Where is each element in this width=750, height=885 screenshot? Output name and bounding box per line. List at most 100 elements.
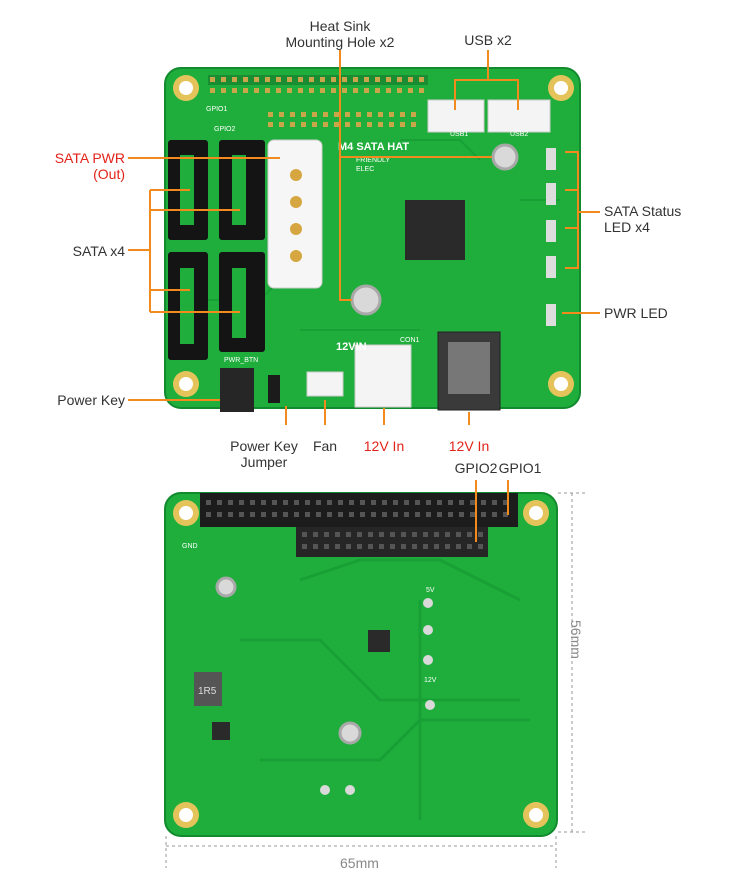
header-pin <box>404 512 409 517</box>
label-12v-in-1: 12V In <box>363 438 405 454</box>
header-pin <box>481 500 486 505</box>
header-pin <box>316 500 321 505</box>
header-pin <box>243 77 248 82</box>
header-pin <box>302 532 307 537</box>
header-pin <box>467 544 472 549</box>
header-pin <box>334 112 339 117</box>
header-pin <box>346 532 351 537</box>
header-pin <box>478 532 483 537</box>
sata-power-connector <box>267 139 323 289</box>
header-pin <box>382 500 387 505</box>
header-pin <box>397 88 402 93</box>
header-pin <box>217 500 222 505</box>
header-pin <box>349 512 354 517</box>
header-pin <box>419 88 424 93</box>
silk-5v: 5V <box>426 587 435 594</box>
header-pin <box>382 512 387 517</box>
label-heat-sink: Heat Sink Mounting Hole x2 <box>280 18 400 50</box>
header-pin <box>335 532 340 537</box>
label-sata-pwr: SATA PWR (Out) <box>30 150 125 182</box>
label-sata-pwr-line2: (Out) <box>93 166 125 182</box>
header-pin <box>375 77 380 82</box>
label-pwr-led: PWR LED <box>604 305 668 321</box>
header-pin <box>445 532 450 537</box>
header-pin <box>312 122 317 127</box>
header-pin <box>371 500 376 505</box>
gpio1-header <box>200 493 518 527</box>
header-pin <box>316 512 321 517</box>
header-pin <box>327 500 332 505</box>
header-pin <box>445 544 450 549</box>
header-pin <box>302 544 307 549</box>
header-pin <box>305 500 310 505</box>
header-pin <box>334 122 339 127</box>
header-pin <box>459 512 464 517</box>
header-pin <box>379 532 384 537</box>
silk-brand: FRIENDLY <box>356 157 390 164</box>
header-pin <box>434 544 439 549</box>
silk-vin: 12VIN <box>336 341 367 353</box>
dimension-width: 65mm <box>340 855 379 871</box>
header-pin <box>378 122 383 127</box>
header-pin <box>313 532 318 537</box>
dimension-height: 56mm <box>568 620 584 659</box>
header-pin <box>272 512 277 517</box>
label-usb: USB x2 <box>464 32 512 48</box>
header-pin <box>309 77 314 82</box>
header-pin <box>254 77 259 82</box>
header-pin <box>470 500 475 505</box>
status-leds <box>546 148 556 326</box>
header-pin <box>323 112 328 117</box>
header-pin <box>492 512 497 517</box>
label-12v-in-2: 12V In <box>448 438 490 454</box>
header-pin <box>456 532 461 537</box>
header-pin <box>426 512 431 517</box>
header-pin <box>412 544 417 549</box>
header-pin <box>313 544 318 549</box>
power-key-jumper <box>268 375 280 403</box>
header-pin <box>265 88 270 93</box>
header-pin <box>364 88 369 93</box>
header-pin <box>254 88 259 93</box>
header-pin <box>290 112 295 117</box>
header-pin <box>250 500 255 505</box>
header-pin <box>239 512 244 517</box>
header-pin <box>290 122 295 127</box>
silk-gpio1: GPIO1 <box>206 106 228 113</box>
header-pin <box>448 500 453 505</box>
header-pin <box>415 500 420 505</box>
annotation-lines <box>128 50 600 542</box>
header-pin <box>276 77 281 82</box>
label-sata-status-line1: SATA Status <box>604 203 682 219</box>
header-pin <box>411 122 416 127</box>
mounting-hole <box>173 75 574 397</box>
header-pin <box>346 544 351 549</box>
fan-connector <box>306 371 344 397</box>
header-pin <box>467 532 472 537</box>
header-pin <box>367 122 372 127</box>
header-pin <box>400 112 405 117</box>
header-pin <box>312 112 317 117</box>
header-pin <box>408 88 413 93</box>
silk-brand2: ELEC <box>356 166 374 173</box>
header-pin <box>342 88 347 93</box>
silk-12v: 12V <box>424 677 437 684</box>
header-pin <box>375 88 380 93</box>
gpio2-header <box>296 527 488 557</box>
header-pin <box>283 500 288 505</box>
silk-inductor: 1R5 <box>198 686 217 697</box>
header-pin <box>390 544 395 549</box>
header-pin <box>368 544 373 549</box>
header-pin <box>470 512 475 517</box>
header-pin <box>331 88 336 93</box>
header-pin <box>415 512 420 517</box>
header-pin <box>356 112 361 117</box>
header-pin <box>503 512 508 517</box>
header-pin <box>320 77 325 82</box>
heat-sink-hole <box>350 284 382 316</box>
header-pin <box>232 77 237 82</box>
header-pin <box>426 500 431 505</box>
header-pin <box>272 500 277 505</box>
header-pin <box>345 112 350 117</box>
label-fan: Fan <box>312 438 338 454</box>
